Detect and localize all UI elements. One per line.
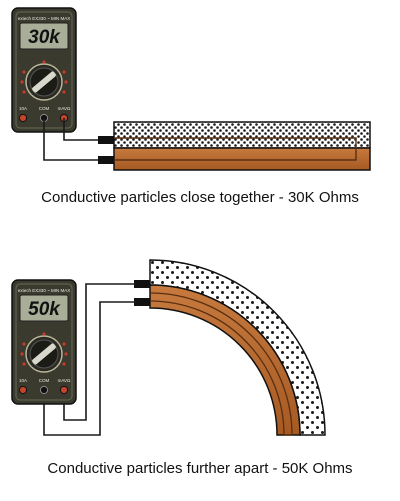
dial-knob <box>32 71 56 93</box>
lcd-screen <box>19 22 69 50</box>
meter-brand-label-2: extech EX330 ~ MIN MAX <box>18 288 70 293</box>
probe-connector-top <box>98 136 114 144</box>
jack-label-com-2: COM <box>39 378 50 383</box>
jack-label-10a-2: 10A <box>19 378 27 383</box>
sensor-strip-straight <box>113 121 371 171</box>
jack-label-10a: 10A <box>19 106 27 111</box>
probe-connector-top-2 <box>134 280 150 288</box>
diagram-apart-svg: extech EX330 ~ MIN MAX 50k 10A COM mAVΩ <box>11 259 326 436</box>
lcd-reading-2: 50k <box>28 299 61 320</box>
multimeter-1: extech EX330 ~ MIN MAX 30k 10A COM mAVΩ <box>11 7 77 133</box>
jack-label-mavohm: mAVΩ <box>58 106 71 111</box>
copper-substrate-straight <box>113 147 371 171</box>
dial-knob-2 <box>32 343 56 365</box>
caption-further-apart: Conductive particles further apart - 50K… <box>47 460 353 477</box>
probe-wires-1 <box>43 118 100 161</box>
copper-substrate-bent <box>149 284 301 436</box>
electrode-trace-straight <box>114 137 357 161</box>
probe-wires-2 <box>43 283 136 436</box>
jack-label-com: COM <box>39 106 50 111</box>
jack-label-mavohm-2: mAVΩ <box>58 378 71 383</box>
meter-brand-label: extech EX330 ~ MIN MAX <box>18 16 70 21</box>
probe-connector-bottom-2 <box>134 298 150 306</box>
lcd-reading: 30k <box>28 27 61 48</box>
sensor-strip-bent <box>149 259 326 436</box>
conductive-particle-layer-dense <box>113 121 371 149</box>
diagram-panel-close: extech EX330 ~ MIN MAX 30k 10A COM mAVΩ <box>0 0 400 230</box>
diagram-close-svg: extech EX330 ~ MIN MAX 30k 10A COM mAVΩ <box>11 7 371 171</box>
lcd-screen-2 <box>19 294 69 322</box>
probe-connector-bottom <box>98 156 114 164</box>
diagram-panel-apart: extech EX330 ~ MIN MAX 50k 10A COM mAVΩ … <box>0 230 400 501</box>
multimeter-2: extech EX330 ~ MIN MAX 50k 10A COM mAVΩ <box>11 279 77 405</box>
caption-close-together: Conductive particles close together - 30… <box>41 189 359 206</box>
conductive-particle-layer-sparse <box>149 259 326 436</box>
